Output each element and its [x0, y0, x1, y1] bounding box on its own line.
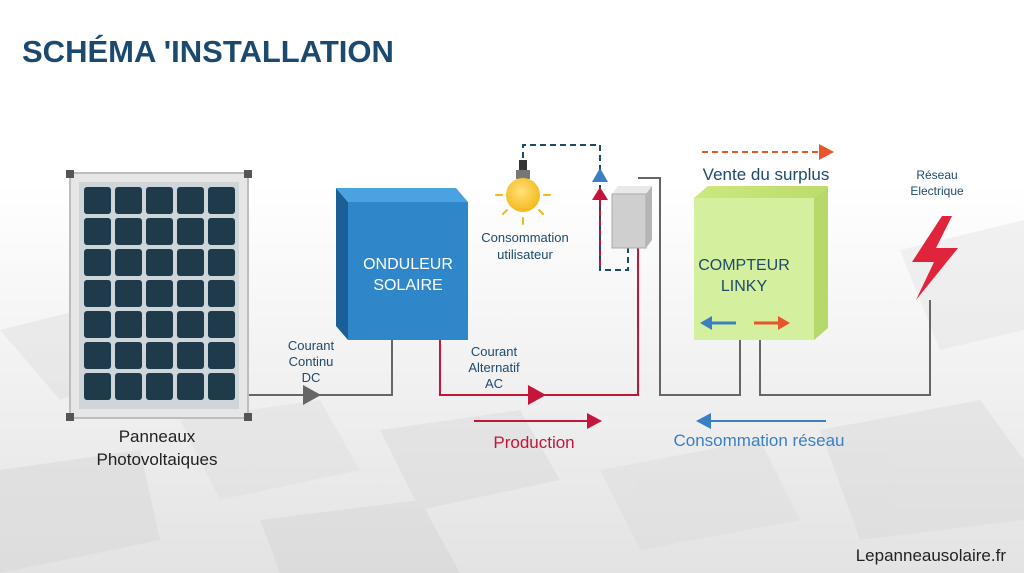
surplus-sale-label: Vente du surplus [703, 165, 830, 184]
production-label: Production [493, 433, 574, 452]
dc-label-line1: Courant [288, 338, 335, 353]
panel-cell [84, 249, 111, 276]
grid-consumption-label: Consommation réseau [673, 431, 844, 450]
panel-cell [146, 342, 173, 369]
ac-label-line1: Courant [471, 344, 518, 359]
meter-wire-left [638, 177, 741, 396]
panel-cell [177, 187, 204, 214]
dc-label-line3: DC [302, 370, 321, 385]
dc-arrow-icon [303, 385, 321, 405]
consumption-user-line2: utilisateur [497, 247, 553, 262]
panel-cell [84, 311, 111, 338]
panel-cell [208, 311, 235, 338]
inverter-label-line1: ONDULEUR [363, 256, 453, 273]
panel-cell [84, 342, 111, 369]
panel-cell [208, 373, 235, 400]
ac-arrow-icon [528, 385, 546, 405]
up-arrow-blue-icon [592, 168, 608, 182]
panel-cell [84, 373, 111, 400]
panel-cell [146, 249, 173, 276]
panel-cell [208, 218, 235, 245]
panel-cell [115, 218, 142, 245]
panel-cell [177, 373, 204, 400]
breaker-box [611, 186, 652, 249]
panel-cell [146, 187, 173, 214]
panel-label-line1: Panneaux [119, 427, 196, 446]
panel-cell [146, 373, 173, 400]
surplus-arrow-icon [702, 144, 834, 160]
ac-label-line2: Alternatif [468, 360, 520, 375]
grid-label-line2: Electrique [910, 184, 964, 198]
grid-consumption-arrow-icon [696, 413, 826, 429]
panel-cell [84, 187, 111, 214]
meter-label-line2: LINKY [721, 278, 768, 295]
panel-cell [208, 187, 235, 214]
panel-cells [84, 187, 235, 400]
brand-label: Lepanneausolaire.fr [856, 546, 1007, 565]
panel-cell [177, 311, 204, 338]
production-arrow-icon [474, 413, 602, 429]
dc-wire [244, 338, 393, 396]
lightning-icon [912, 216, 958, 300]
meter-left-arrow-icon [700, 316, 712, 330]
panel-cell [146, 218, 173, 245]
panel-cell [146, 311, 173, 338]
panel-cell [146, 280, 173, 307]
panel-cell [84, 280, 111, 307]
panel-cell [177, 249, 204, 276]
light-bulb-icon [495, 160, 551, 225]
meter-box [694, 186, 828, 340]
panel-cell [177, 218, 204, 245]
panel-cell [208, 342, 235, 369]
meter-arrows [700, 316, 790, 330]
panel-cell [115, 187, 142, 214]
panel-label-line2: Photovoltaiques [97, 450, 218, 469]
dashed-consumption-blue [522, 144, 629, 271]
panel-cell [177, 342, 204, 369]
panel-cell [115, 249, 142, 276]
panel-cell [115, 280, 142, 307]
inverter-box [336, 188, 468, 340]
consumption-user-line1: Consommation [481, 230, 568, 245]
meter-right-arrow-icon [778, 316, 790, 330]
dc-label-line2: Continu [289, 354, 334, 369]
meter-to-grid-wire [759, 300, 931, 396]
grid-label-line1: Réseau [916, 168, 957, 182]
panel-cell [208, 249, 235, 276]
panel-cell [115, 342, 142, 369]
inverter-label-line2: SOLAIRE [373, 277, 442, 294]
meter-label-line1: COMPTEUR [698, 257, 790, 274]
solar-panel [66, 170, 252, 421]
page-title: SCHÉMA 'INSTALLATION [22, 34, 394, 69]
ac-label-line3: AC [485, 376, 503, 391]
panel-cell [84, 218, 111, 245]
panel-cell [115, 373, 142, 400]
panel-cell [177, 280, 204, 307]
up-arrow-red-icon [592, 187, 608, 200]
panel-cell [115, 311, 142, 338]
panel-cell [208, 280, 235, 307]
